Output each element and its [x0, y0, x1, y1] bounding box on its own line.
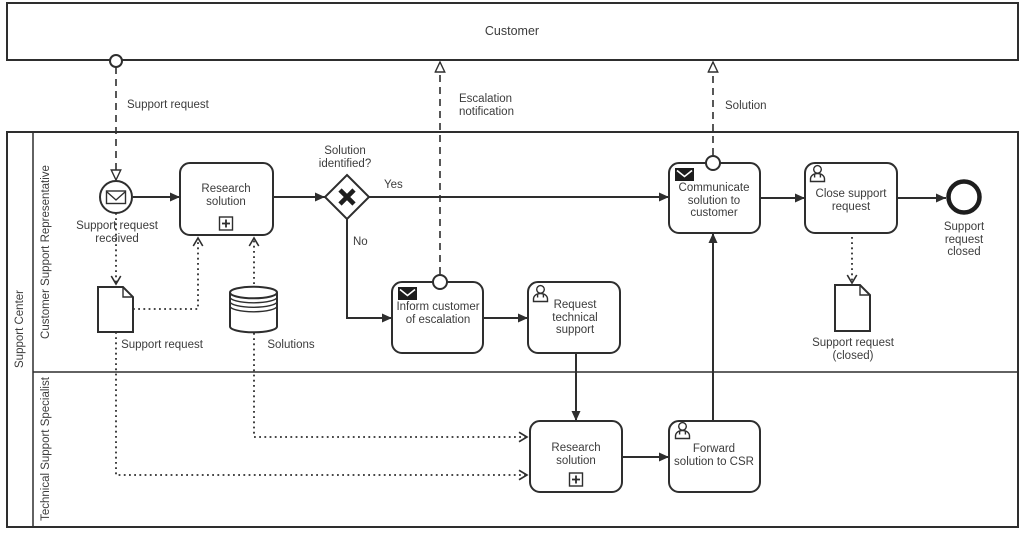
- lane-tss-label: Technical Support Specialist: [40, 377, 52, 521]
- task-research-solution-csr[interactable]: [179, 162, 274, 236]
- message-anchor-circle: [705, 155, 721, 171]
- assoc-doc-to-research-csr: [133, 236, 204, 310]
- gateway-label: Solution identified?: [318, 145, 372, 170]
- task-forward-solution-label: Forward solution to CSR: [674, 443, 754, 468]
- user-icon: [809, 164, 826, 183]
- task-inform-customer-label: Inform customer of escalation: [396, 301, 480, 326]
- task-research-csr-label: Research solution: [201, 183, 251, 208]
- subprocess-plus-icon: [218, 216, 234, 231]
- message-flow-solution-label: Solution: [725, 100, 767, 112]
- user-icon: [674, 421, 691, 440]
- customer-pool-label: Customer: [484, 24, 540, 38]
- task-forward-solution[interactable]: [668, 420, 761, 493]
- message-flow-escalation-label: Escalation notification: [459, 93, 514, 118]
- xor-icon: [338, 188, 356, 206]
- support-center-pool-label: Support Center: [14, 290, 26, 368]
- end-event-label: Support request closed: [943, 221, 985, 258]
- data-object-support-request-label: Support request: [121, 339, 203, 351]
- assoc-doc-to-research-tss: [115, 332, 529, 481]
- sequence-flows: [133, 192, 946, 462]
- send-message-icon: [398, 287, 417, 300]
- task-close-support-request[interactable]: [804, 162, 898, 234]
- send-message-icon: [675, 168, 694, 181]
- data-store-solutions-label: Solutions: [267, 339, 315, 351]
- user-icon: [532, 284, 549, 303]
- gateway-solution-identified[interactable]: [323, 173, 371, 221]
- message-flows: [116, 62, 713, 274]
- assoc-solutions-to-research-tss: [253, 333, 529, 443]
- start-event-label: Support request received: [76, 220, 158, 245]
- message-anchor-circle: [432, 274, 448, 290]
- gateway-no-label: No: [353, 236, 368, 248]
- task-request-support-label: Request technical support: [552, 299, 598, 336]
- subprocess-plus-icon: [568, 472, 584, 487]
- gateway-yes-label: Yes: [384, 179, 403, 191]
- flow-gateway-no: [346, 219, 392, 323]
- end-event-support-request-closed[interactable]: [946, 179, 982, 215]
- data-object-support-request-closed-label: Support request (closed): [812, 337, 894, 362]
- start-event-support-request-received[interactable]: [99, 180, 133, 214]
- data-store-solutions[interactable]: [229, 285, 278, 334]
- task-research-solution-tss[interactable]: [529, 420, 623, 493]
- data-object-support-request-closed[interactable]: [834, 284, 871, 332]
- lane-csr-label: Customer Support Representative: [40, 165, 52, 339]
- message-flow-support-request-label: Support request: [127, 99, 209, 111]
- task-research-tss-label: Research solution: [551, 442, 601, 467]
- data-associations: [110, 213, 858, 481]
- task-communicate-label: Communicate solution to customer: [678, 182, 750, 219]
- data-object-support-request[interactable]: [97, 286, 134, 333]
- task-close-request-label: Close support request: [815, 188, 887, 213]
- task-request-technical-support[interactable]: [527, 281, 621, 354]
- message-envelope-icon: [105, 190, 127, 205]
- message-anchor-circle: [109, 54, 123, 68]
- customer-pool: [6, 2, 1019, 61]
